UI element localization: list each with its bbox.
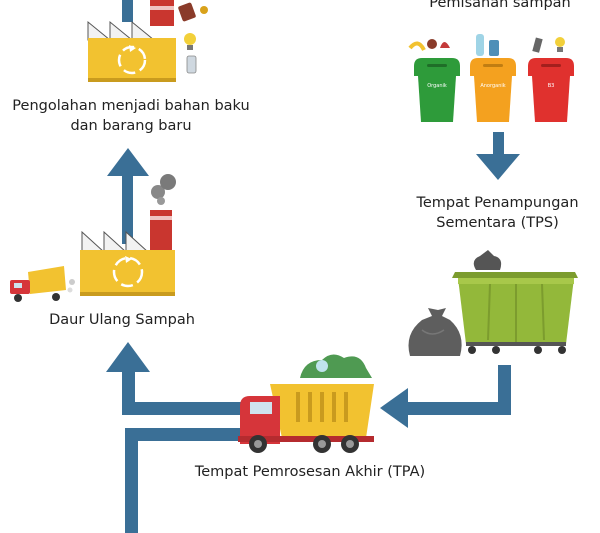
tps-label-line1: Tempat Penampungan <box>416 195 579 211</box>
bin-inorganic-label: Anorganik <box>480 83 505 89</box>
arrow-tps-to-tpa <box>380 365 511 428</box>
arrow-separation-to-tps <box>476 132 520 180</box>
arrow-recycling-to-processing <box>107 148 149 244</box>
processing-label: Pengolahan menjadi bahan baku dan barang… <box>0 96 262 136</box>
recycle-icon <box>117 45 147 75</box>
tpa-truck <box>238 354 374 453</box>
bin-organic-label: Organik <box>427 83 447 89</box>
garbage-bag-icon <box>408 308 462 356</box>
trash-items-icon <box>178 2 208 74</box>
small-truck-icon <box>10 266 75 302</box>
bin-b3: B3 <box>528 58 574 122</box>
bin-b3-label: B3 <box>548 83 555 89</box>
flow-arrows <box>106 0 520 533</box>
processing-factory <box>87 0 208 82</box>
recycle-icon <box>112 256 144 288</box>
separation-label: Pemisahan sampah <box>400 0 600 13</box>
processing-label-line1: Pengolahan menjadi bahan baku <box>12 98 250 114</box>
tpa-label-text: Tempat Pemrosesan Akhir (TPA) <box>194 464 426 480</box>
bin-inorganic: Anorganik <box>470 58 516 122</box>
bin-organic: Organik <box>414 58 460 122</box>
arrow-tpa-to-recycling <box>106 342 262 415</box>
arrow-bottom-trunk <box>125 428 260 533</box>
tps-label-line2: Sementara (TPS) <box>436 215 559 231</box>
recycling-label-text: Daur Ulang Sampah <box>49 312 195 328</box>
recycling-label: Daur Ulang Sampah <box>22 310 222 330</box>
separation-items-icon <box>408 34 565 56</box>
tpa-label: Tempat Pemrosesan Akhir (TPA) <box>160 462 460 482</box>
tps-label: Tempat Penampungan Sementara (TPS) <box>390 193 600 233</box>
tps-container <box>452 250 578 354</box>
processing-label-line2: dan barang baru <box>70 118 192 134</box>
separation-label-text: Pemisahan sampah <box>429 0 571 11</box>
recycling-factory <box>80 174 176 296</box>
arrow-top-stem <box>122 0 133 22</box>
